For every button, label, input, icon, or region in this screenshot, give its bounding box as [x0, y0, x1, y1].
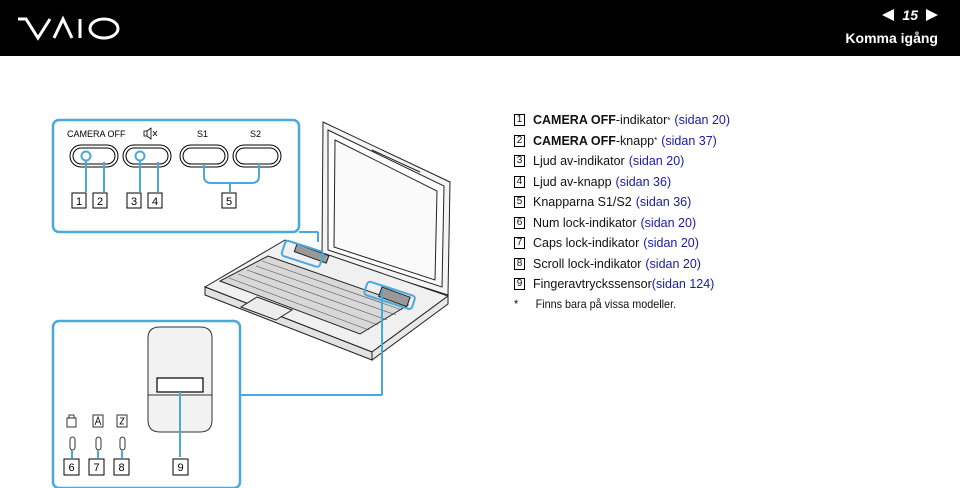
s1-label: S1 — [197, 129, 208, 139]
legend-item-1: 1 CAMERA OFF -indikator * (sidan 20) — [514, 110, 730, 131]
legend-text: -knapp — [615, 133, 655, 148]
s2-button — [232, 144, 282, 168]
legend-page-link[interactable]: (sidan 20) — [643, 236, 699, 251]
callout-4: 4 — [152, 196, 158, 208]
legend-bold: CAMERA OFF — [533, 133, 616, 148]
scroll-lock-icon — [116, 414, 128, 428]
legend-text: Ljud av-indikator — [533, 154, 625, 169]
callout-9: 9 — [177, 462, 183, 474]
page-navigation: 15 — [882, 7, 938, 23]
legend-page-link[interactable]: (sidan 36) — [615, 174, 672, 189]
legend-item-4: 4 Ljud av-knapp (sidan 36) — [514, 172, 730, 193]
legend-number: 1 — [514, 114, 525, 127]
camera-off-label: CAMERA OFF — [67, 129, 126, 139]
legend-item-3: 3 Ljud av-indikator (sidan 20) — [514, 151, 730, 172]
legend-item-8: 8 Scroll lock-indikator (sidan 20) — [514, 254, 730, 275]
callout-8: 8 — [118, 462, 124, 474]
laptop-diagram: CAMERA OFF S1 S2 1 2 3 — [51, 118, 451, 488]
mute-button — [122, 144, 172, 168]
legend-number: 6 — [514, 216, 525, 229]
legend-item-7: 7 Caps lock-indikator (sidan 20) — [514, 233, 730, 254]
callout-5: 5 — [226, 196, 232, 208]
section-title: Komma igång — [845, 30, 938, 46]
legend-item-9: 9 Fingeravtryckssensor (sidan 124) — [514, 274, 730, 295]
legend-text: Knapparna S1/S2 — [533, 195, 632, 210]
legend-number: 7 — [514, 237, 525, 250]
camera-off-button — [69, 144, 119, 168]
legend-page-link[interactable]: (sidan 20) — [674, 113, 731, 128]
legend-list: 1 CAMERA OFF -indikator * (sidan 20) 2 C… — [514, 110, 730, 313]
legend-text: Fingeravtryckssensor — [533, 277, 652, 292]
legend-text: Num lock-indikator — [533, 215, 637, 230]
button-panel-frame — [51, 118, 301, 234]
s2-label: S2 — [250, 129, 261, 139]
callout-7: 7 — [93, 462, 99, 474]
callout-1: 1 — [76, 196, 82, 208]
legend-item-6: 6 Num lock-indikator (sidan 20) — [514, 213, 730, 234]
callout-2: 2 — [97, 196, 103, 208]
caps-lock-icon — [92, 414, 104, 428]
legend-star: * — [667, 115, 671, 125]
legend-page-link[interactable]: (sidan 37) — [661, 133, 717, 148]
callout-6: 6 — [68, 462, 74, 474]
legend-page-link[interactable]: (sidan 20) — [640, 215, 697, 230]
laptop-illustration — [203, 121, 451, 361]
mute-indicator — [134, 150, 146, 162]
legend-item-2: 2 CAMERA OFF -knapp * (sidan 37) — [514, 131, 730, 152]
legend-page-link[interactable]: (sidan 20) — [628, 154, 685, 169]
legend-number: 8 — [514, 257, 525, 270]
legend-item-5: 5 Knapparna S1/S2 (sidan 36) — [514, 192, 730, 213]
footnote-text: Finns bara på vissa modeller. — [535, 296, 677, 311]
legend-page-link[interactable]: (sidan 124) — [651, 277, 715, 292]
indicator-sensor-frame — [51, 319, 242, 488]
footnote-marker: * — [514, 296, 519, 311]
legend-text: Caps lock-indikator — [533, 236, 640, 251]
legend-text: -indikator — [615, 113, 668, 128]
legend-text: Scroll lock-indikator — [533, 256, 642, 271]
footnote: * Finns bara på vissa modeller. — [514, 295, 708, 313]
legend-number: 9 — [514, 278, 525, 291]
mute-icon — [143, 127, 158, 140]
page-number: 15 — [902, 7, 918, 23]
vaio-logo — [18, 15, 120, 41]
fingerprint-sensor — [156, 377, 204, 393]
legend-number: 3 — [514, 155, 525, 168]
previous-page-icon[interactable] — [882, 9, 895, 21]
callout-3: 3 — [131, 196, 137, 208]
legend-page-link[interactable]: (sidan 20) — [645, 256, 701, 271]
camera-off-indicator — [80, 150, 92, 162]
legend-page-link[interactable]: (sidan 36) — [635, 195, 692, 210]
legend-number: 2 — [514, 134, 525, 147]
page-header: 15 Komma igång — [0, 0, 960, 56]
legend-number: 4 — [514, 175, 525, 188]
num-lock-icon — [66, 414, 77, 428]
legend-text: Ljud av-knapp — [533, 174, 612, 189]
legend-number: 5 — [514, 196, 525, 209]
legend-star: * — [654, 136, 658, 146]
next-page-icon[interactable] — [926, 9, 938, 21]
legend-bold: CAMERA OFF — [533, 113, 616, 128]
